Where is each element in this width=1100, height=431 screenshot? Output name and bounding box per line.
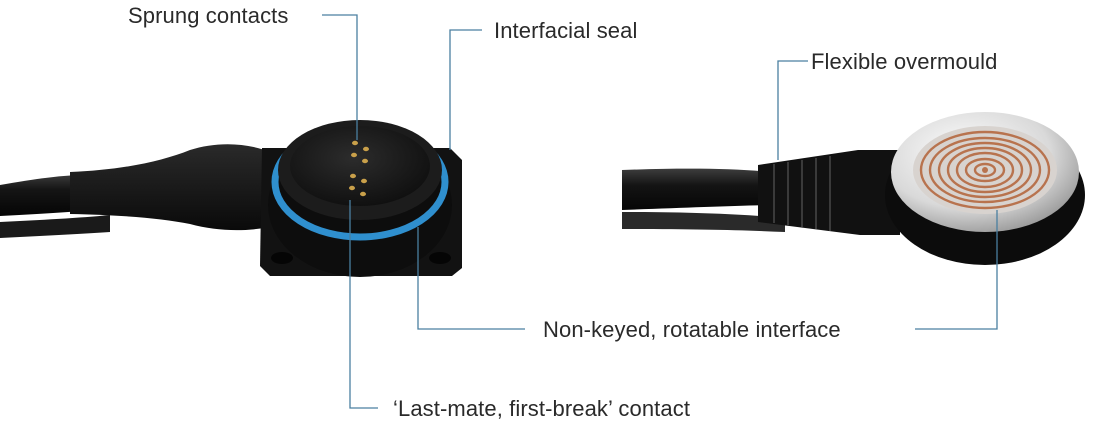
label-flexible-overmould: Flexible overmould [811,49,998,74]
leader-lines [322,14,998,409]
leader-last-mate [349,200,378,409]
leader-non-keyed-left [417,227,525,330]
strain-relief [70,144,280,231]
connector-face [290,126,430,206]
label-sprung-contacts: Sprung contacts [128,3,289,28]
leader-non-keyed-right [915,210,998,330]
label-last-mate-contact: ‘Last-mate, first-break’ contact [393,396,691,421]
plug-connector [622,112,1085,265]
plug-cable-upper [622,168,770,210]
flange-hole-left [271,252,293,264]
sprung-contact-pins [349,140,369,197]
copper-contact-rings [919,130,1051,210]
label-interfacial-seal: Interfacial seal [494,18,638,43]
label-non-keyed-interface: Non-keyed, rotatable interface [543,317,841,342]
center-contact [982,167,988,173]
overmould-ribs [773,156,831,231]
receptacle-connector [0,120,462,277]
leader-flexible-overmould [777,60,808,160]
leader-sprung-contacts [322,14,358,140]
flange-hole-right [429,252,451,264]
leader-interfacial-seal [449,29,482,150]
cable-lower [0,215,110,238]
plug-cable-lower [622,212,785,232]
